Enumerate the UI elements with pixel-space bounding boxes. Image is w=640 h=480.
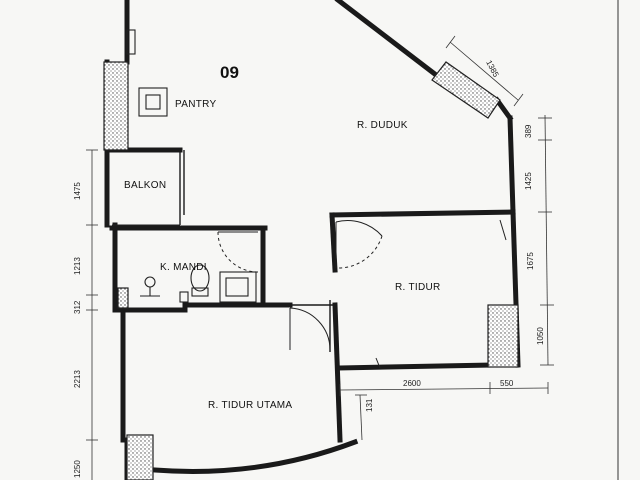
room-label-pantry: PANTRY (175, 99, 216, 110)
unit-number: 09 (220, 63, 239, 82)
room-label-kamar-mandi: K. MANDI (160, 262, 207, 273)
dim-label-bottom-right: 550 (500, 379, 514, 388)
dim-label-bottom-small: 131 (365, 398, 374, 412)
dim-label-bottom-tidur-width: 2600 (403, 379, 421, 388)
basin-icon (219, 271, 257, 303)
doors (217, 219, 507, 369)
dim-label-right-diagonal: 1385 (484, 59, 501, 79)
dim-label-left-balkon: 1475 (73, 182, 82, 200)
dim-label-right-upper: 1425 (524, 172, 533, 190)
dim-label-left-small: 312 (73, 300, 82, 314)
pantry-sink-icon (138, 87, 168, 117)
shower-icon (144, 276, 156, 288)
dim-label-left-bottom: 1250 (73, 460, 82, 478)
dimension-lines (86, 35, 554, 480)
room-label-ruang-tidur: R. TIDUR (395, 282, 441, 293)
dim-label-right-top: 389 (524, 124, 533, 138)
dim-label-left-tidur-utama: 2213 (73, 370, 82, 388)
dim-label-right-lower: 1050 (536, 327, 545, 345)
fixtures (112, 29, 257, 303)
dim-label-right-tidur: 1675 (526, 252, 535, 270)
toilet-icon (190, 264, 210, 292)
structural-columns (103, 61, 519, 480)
room-label-ruang-tidur-utama: R. TIDUR UTAMA (208, 400, 292, 411)
dim-label-left-kmandi: 1213 (73, 257, 82, 275)
room-label-ruang-duduk: R. DUDUK (357, 120, 408, 131)
interior-walls (104, 147, 516, 443)
room-label-balkon: BALKON (124, 180, 166, 191)
